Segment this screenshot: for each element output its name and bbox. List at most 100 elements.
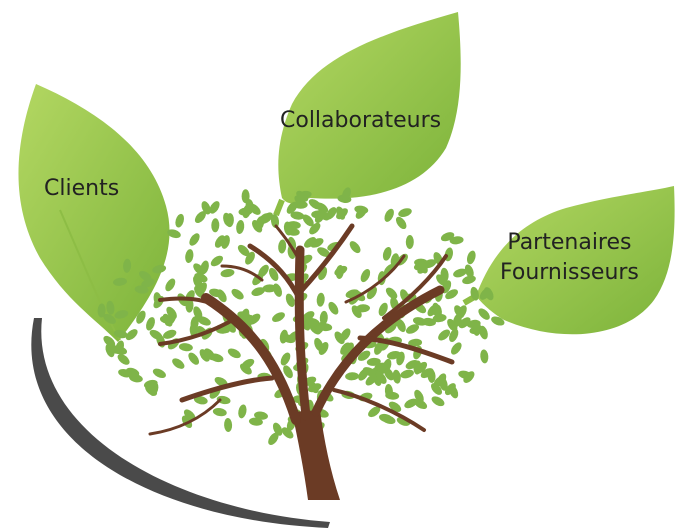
small-leaf: [220, 268, 235, 278]
small-leaf: [470, 286, 479, 301]
small-leaf: [304, 237, 317, 248]
small-leaf: [238, 404, 247, 419]
small-leaf: [123, 258, 132, 273]
small-leaf: [178, 343, 193, 352]
leaf-label-collaborateurs: Collaborateurs: [280, 108, 442, 133]
small-leaf: [408, 338, 423, 347]
small-leaf: [216, 395, 231, 405]
small-leaf: [224, 418, 233, 432]
small-leaf: [209, 353, 224, 363]
small-leaf: [103, 313, 116, 324]
leaf-collaborateurs: [273, 12, 461, 217]
small-leaf: [405, 324, 420, 334]
small-leaf: [439, 377, 448, 391]
small-leaf: [254, 411, 268, 420]
small-leaf: [335, 206, 346, 220]
small-leaf: [384, 208, 394, 222]
small-leaf: [427, 368, 436, 383]
small-leaf: [216, 289, 227, 303]
small-leaf: [285, 293, 295, 307]
small-leaf: [231, 288, 244, 300]
small-leaf: [258, 264, 269, 278]
small-leaf: [463, 371, 475, 383]
small-leaf: [236, 220, 245, 234]
small-leaf: [278, 239, 287, 254]
small-leaf: [478, 308, 490, 320]
small-leaf: [185, 298, 194, 313]
small-leaf: [166, 306, 177, 320]
small-leaf: [113, 329, 128, 339]
small-leaf: [185, 249, 194, 264]
small-leaf: [283, 221, 293, 236]
small-leaf: [305, 317, 320, 327]
small-leaf: [453, 268, 467, 278]
small-leaf: [280, 352, 291, 366]
small-leaf: [237, 244, 250, 257]
small-leaf: [199, 349, 210, 362]
small-leaf: [418, 260, 428, 274]
small-leaf: [193, 395, 208, 405]
small-leaf: [458, 317, 471, 329]
small-leaf: [296, 190, 309, 202]
small-leaf: [268, 432, 279, 445]
small-leaf: [311, 210, 326, 219]
small-leaf: [302, 214, 314, 227]
small-leaf: [152, 368, 166, 379]
small-leaf: [255, 216, 265, 231]
small-leaf: [365, 374, 378, 386]
small-leaf: [307, 383, 322, 393]
small-leaf: [270, 214, 280, 229]
small-leaf: [368, 406, 381, 418]
small-leaf: [319, 310, 328, 325]
small-leaf: [358, 368, 369, 381]
small-leaf: [281, 427, 294, 439]
small-leaf: [462, 275, 476, 285]
small-leaf: [432, 302, 441, 317]
small-leaf: [396, 318, 406, 333]
small-leaf: [272, 312, 285, 322]
small-leaf: [175, 213, 185, 228]
small-leaf: [414, 399, 428, 410]
small-leaf: [449, 385, 459, 399]
small-leaf: [223, 212, 232, 227]
small-leaf: [146, 317, 155, 331]
small-leaf: [117, 354, 130, 365]
small-leaf: [473, 321, 482, 336]
small-leaf: [188, 352, 200, 365]
small-leaf: [464, 264, 474, 278]
small-leaf: [405, 235, 414, 249]
small-leaf: [143, 379, 158, 389]
small-leaf: [114, 310, 129, 319]
small-leaf: [395, 216, 407, 230]
small-leaf: [349, 241, 361, 254]
small-leaf: [107, 344, 120, 354]
small-leaf: [340, 342, 351, 355]
small-leaf: [118, 368, 132, 378]
small-leaf: [400, 369, 414, 379]
small-leaf: [136, 310, 146, 324]
swoosh-arc: [31, 318, 330, 528]
small-leaf: [398, 208, 412, 217]
small-leaf: [286, 201, 298, 214]
small-leaf: [334, 265, 348, 276]
small-leaf: [438, 329, 451, 341]
small-leaf: [491, 316, 505, 326]
small-leaf: [197, 282, 207, 296]
small-leaf: [447, 318, 458, 332]
small-leaf: [163, 329, 177, 339]
small-leaf: [341, 187, 351, 201]
small-leaf: [328, 301, 339, 315]
small-leaf: [262, 284, 277, 293]
small-leaf: [283, 365, 293, 379]
small-leaf: [125, 329, 138, 341]
small-leaf: [309, 222, 321, 235]
leaf-label-clients: Clients: [44, 176, 120, 201]
small-leaf: [334, 331, 345, 345]
small-leaf: [272, 422, 283, 436]
small-leaf: [200, 260, 209, 275]
small-leaf: [316, 292, 325, 307]
small-leaf: [356, 304, 370, 313]
small-leaf: [382, 246, 392, 261]
small-leaf: [383, 263, 396, 276]
